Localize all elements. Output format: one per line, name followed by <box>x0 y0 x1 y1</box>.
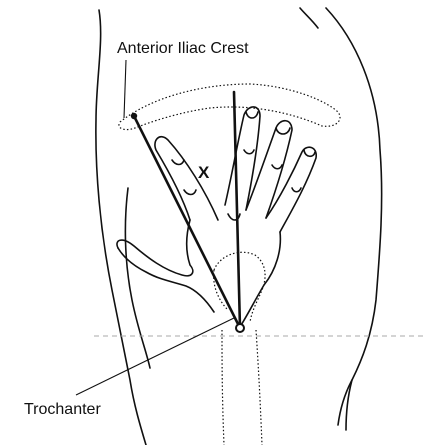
nail-ring <box>276 128 290 134</box>
label-trochanter: Trochanter <box>24 401 101 418</box>
buttock-contour <box>326 8 382 425</box>
body-outline <box>96 8 382 445</box>
trochanter-point <box>236 324 244 332</box>
finger-little <box>266 147 316 232</box>
palm-edge <box>238 232 280 330</box>
thumb-web <box>117 220 193 276</box>
crest-point <box>131 113 137 119</box>
line-vertex-to-trochanter <box>234 92 240 328</box>
nail-little <box>304 150 315 156</box>
left-inner-contour <box>125 188 150 368</box>
crease-little <box>292 188 301 192</box>
nail-middle <box>246 112 258 118</box>
crease-middle <box>244 150 254 154</box>
crease-ring <box>272 165 282 169</box>
trochanter-leader <box>76 318 234 395</box>
upper-back-line <box>300 8 318 28</box>
finger-middle <box>225 107 260 210</box>
label-angle-x: X <box>198 163 210 182</box>
crease-index <box>172 160 184 165</box>
iliac-crest-outline <box>119 84 340 130</box>
leader-lines <box>76 60 234 395</box>
crest-leader <box>124 60 126 118</box>
crease-index-2 <box>184 190 196 195</box>
left-body-edge <box>96 10 146 445</box>
label-anterior-iliac-crest: Anterior Iliac Crest <box>117 40 249 57</box>
line-crest-to-trochanter <box>134 116 240 328</box>
